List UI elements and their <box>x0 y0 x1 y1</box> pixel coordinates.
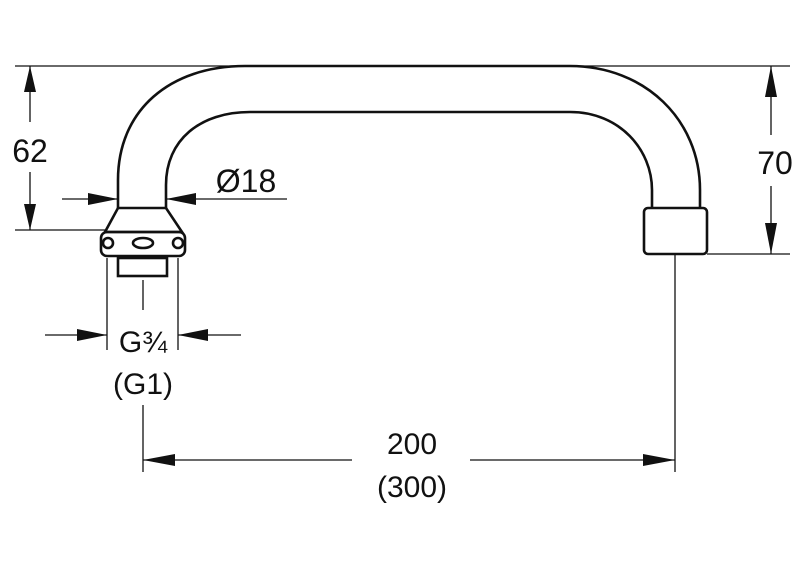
arrow-down-icon <box>765 223 777 254</box>
dim-thread: G¾ <box>119 326 168 359</box>
dim-pipe-diameter: Ø18 <box>216 163 276 199</box>
arrow-left-icon <box>166 193 196 205</box>
nut-band <box>99 230 187 258</box>
arrow-right-icon <box>77 329 107 341</box>
nut-cone <box>102 206 185 234</box>
arrow-up-icon <box>24 66 36 92</box>
nut-dot-center <box>131 236 155 250</box>
spout-inner-contour <box>164 110 654 208</box>
arrow-up-icon <box>765 66 777 97</box>
arrow-right-icon <box>643 454 675 466</box>
spout-outer-contour <box>116 64 702 208</box>
thread-stub <box>116 256 169 278</box>
dim-thread-alt: (G1) <box>113 368 173 401</box>
nut-dot-left <box>101 236 115 250</box>
arrow-left-icon <box>178 329 208 341</box>
nut-dot-right <box>171 236 185 250</box>
dim-left-height: 62 <box>12 133 48 169</box>
dim-projection: 200 <box>387 428 437 461</box>
dim-projection-alt: (300) <box>377 471 447 504</box>
arrow-left-icon <box>143 454 175 466</box>
arrow-down-icon <box>24 204 36 230</box>
dim-right-height: 70 <box>757 145 793 181</box>
outlet-cap <box>642 206 709 256</box>
arrow-right-icon <box>88 193 118 205</box>
